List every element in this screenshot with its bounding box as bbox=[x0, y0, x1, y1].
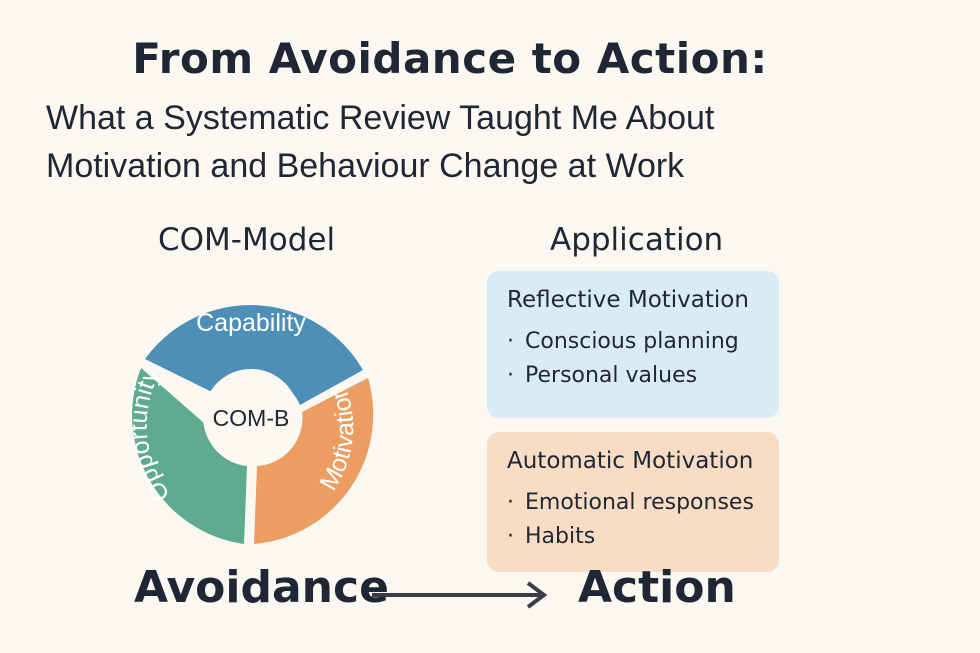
wheel-center-label: COM-B bbox=[213, 405, 290, 431]
application-heading: Application bbox=[550, 222, 724, 258]
bullet-icon: · bbox=[507, 524, 514, 549]
com-model-heading: COM-Model bbox=[158, 222, 336, 258]
card-list-item: ·Emotional responses bbox=[507, 486, 759, 520]
flow-to-label: Action bbox=[578, 562, 736, 613]
bullet-icon: · bbox=[507, 329, 514, 354]
bullet-icon: · bbox=[507, 490, 514, 515]
flow-from-label: Avoidance bbox=[134, 562, 389, 613]
com-b-wheel: Capability Opportunity Motivation COM-B bbox=[125, 305, 374, 544]
subtitle-line-1: What a Systematic Review Taught Me About bbox=[46, 99, 715, 137]
wheel-segment-opportunity bbox=[132, 368, 247, 544]
page-title: From Avoidance to Action: bbox=[132, 34, 768, 83]
page-subtitle: What a Systematic Review Taught Me About… bbox=[46, 94, 946, 190]
segment-label-capability: Capability bbox=[196, 309, 306, 337]
card-list-item: ·Personal values bbox=[507, 359, 759, 393]
card-title: Automatic Motivation bbox=[507, 448, 754, 474]
card-reflective-motivation: Reflective Motivation ·Conscious plannin… bbox=[487, 271, 779, 418]
card-automatic-motivation: Automatic Motivation ·Emotional response… bbox=[487, 432, 779, 572]
bullet-icon: · bbox=[507, 363, 514, 388]
arrow-right-icon bbox=[372, 581, 548, 609]
card-list-item: ·Conscious planning bbox=[507, 325, 759, 359]
wheel-segment-capability bbox=[145, 305, 363, 405]
wheel-segment-motivation bbox=[254, 378, 374, 544]
card-list-item: ·Habits bbox=[507, 520, 759, 554]
wheel-center bbox=[203, 369, 299, 465]
subtitle-line-2: Motivation and Behaviour Change at Work bbox=[46, 147, 685, 185]
card-title: Reflective Motivation bbox=[507, 287, 749, 313]
